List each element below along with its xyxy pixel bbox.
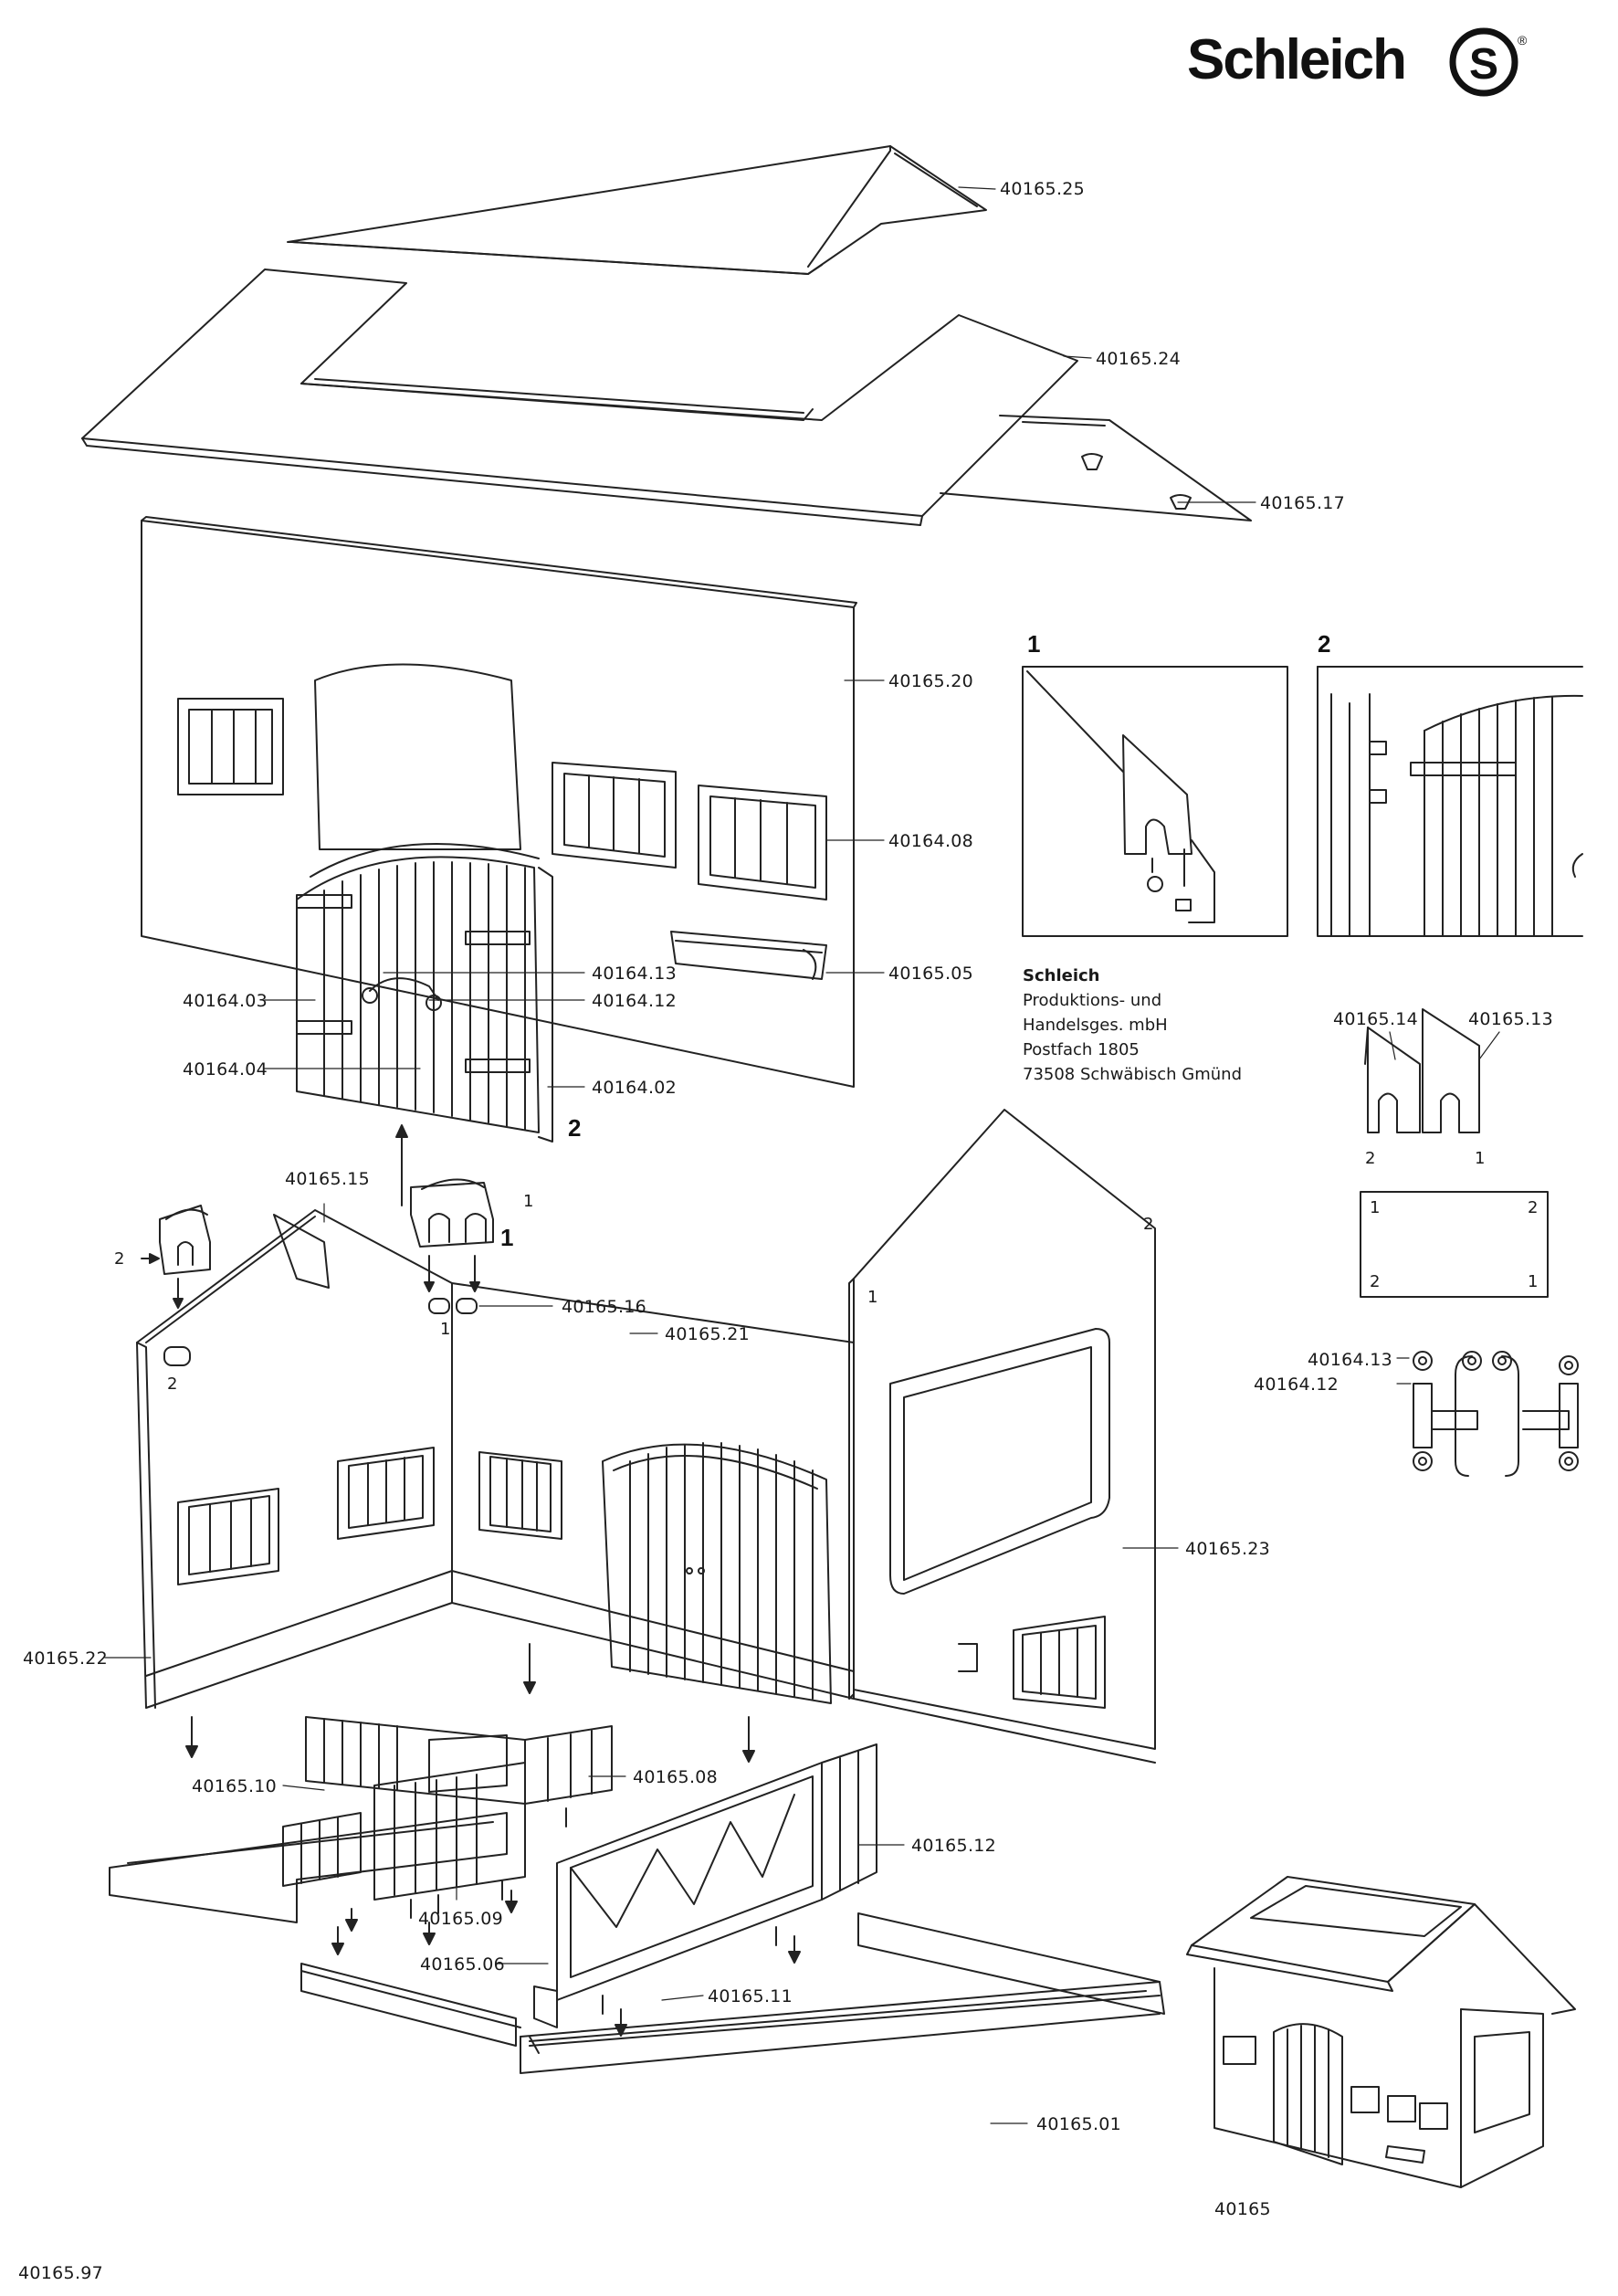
part-label-40165-17: 40165.17 bbox=[1260, 493, 1346, 513]
clip-step-number: 1 bbox=[500, 1224, 514, 1251]
part-label-40165-23: 40165.23 bbox=[1185, 1539, 1271, 1559]
document-code: 40165.97 bbox=[18, 2263, 104, 2283]
brand-name: Schleich bbox=[1187, 28, 1407, 91]
part-label-40165-06: 40165.06 bbox=[420, 1954, 506, 1975]
part-label-40164-03: 40164.03 bbox=[183, 991, 268, 1011]
part-label-40165-16: 40165.16 bbox=[562, 1297, 647, 1317]
hinge-pin-parts bbox=[1413, 1352, 1578, 1476]
detail-1-label: 1 bbox=[1027, 630, 1041, 658]
assembly-arrows bbox=[186, 1644, 800, 2036]
part-label-40165-24: 40165.24 bbox=[1096, 349, 1182, 369]
address-line-4: 73508 Schwäbisch Gmünd bbox=[1023, 1065, 1243, 1084]
part-label-40165-20: 40165.20 bbox=[888, 671, 974, 691]
company-address: Schleich Produktions- und Handelsges. mb… bbox=[1023, 964, 1242, 1087]
plate-corner-br: 1 bbox=[1528, 1272, 1539, 1291]
clip-small-number-1: 1 bbox=[523, 1192, 534, 1211]
leader-lines bbox=[105, 187, 1499, 2123]
plate-corner-tr: 2 bbox=[1528, 1198, 1539, 1217]
part-label-40164-13: 40164.13 bbox=[592, 964, 678, 984]
gable-number-right: 2 bbox=[1143, 1215, 1154, 1234]
part-label-40164-12-detail: 40164.12 bbox=[1254, 1374, 1340, 1395]
base-plate-diagram bbox=[1361, 1192, 1548, 1297]
part-label-40165-22: 40165.22 bbox=[23, 1648, 109, 1669]
part-label-40164-13-detail: 40164.13 bbox=[1308, 1350, 1393, 1370]
back-wall-part bbox=[142, 517, 856, 1087]
peg-number-left: 2 bbox=[167, 1374, 178, 1394]
gable-number-left: 1 bbox=[867, 1288, 878, 1307]
registered-mark: ® bbox=[1518, 33, 1528, 47]
part-label-40165-01: 40165.01 bbox=[1036, 2114, 1122, 2134]
part-label-40165-10: 40165.10 bbox=[192, 1776, 278, 1796]
stall-fences-left bbox=[283, 1717, 612, 1918]
part-label-40164-08: 40164.08 bbox=[888, 831, 974, 851]
part-label-40164-04: 40164.04 bbox=[183, 1059, 268, 1080]
detail-2-box bbox=[1318, 667, 1582, 936]
roof-main-part bbox=[82, 269, 1251, 525]
address-line-3: Postfach 1805 bbox=[1023, 1040, 1140, 1059]
part-label-40165-12: 40165.12 bbox=[911, 1836, 997, 1856]
model-number: 40165 bbox=[1214, 2199, 1271, 2219]
inner-wall-part bbox=[452, 1283, 854, 1703]
address-company: Schleich bbox=[1023, 966, 1100, 985]
part-label-40165-14: 40165.14 bbox=[1333, 1009, 1419, 1029]
detail-2-label: 2 bbox=[1318, 630, 1331, 658]
part-label-40165-08: 40165.08 bbox=[633, 1767, 719, 1787]
plate-corner-bl: 2 bbox=[1370, 1272, 1381, 1291]
wall-clips bbox=[142, 1179, 493, 1313]
stall-fence-right bbox=[534, 1744, 877, 2027]
clip-diagram-number-1: 1 bbox=[1475, 1149, 1486, 1168]
part-label-40164-12: 40164.12 bbox=[592, 991, 678, 1011]
part-label-40165-11: 40165.11 bbox=[708, 1986, 793, 2006]
part-label-40165-15: 40165.15 bbox=[285, 1169, 371, 1189]
side-wall-left-part bbox=[137, 1210, 452, 1708]
right-gable-wall-part bbox=[849, 1110, 1155, 1763]
svg-text:S: S bbox=[1469, 40, 1498, 89]
brand-logo: Schleich ® bbox=[1187, 20, 1552, 111]
schleich-s-logo: S bbox=[1453, 31, 1515, 93]
part-label-40165-21: 40165.21 bbox=[665, 1324, 751, 1344]
part-label-40165-09: 40165.09 bbox=[418, 1909, 504, 1929]
plate-corner-tl: 1 bbox=[1370, 1198, 1381, 1217]
part-label-40165-13: 40165.13 bbox=[1468, 1009, 1554, 1029]
clip-small-number-2: 2 bbox=[114, 1249, 125, 1269]
stable-door-part bbox=[297, 844, 552, 1142]
part-label-40165-25: 40165.25 bbox=[1000, 179, 1086, 199]
clip-diagram-number-2: 2 bbox=[1365, 1149, 1376, 1168]
door-step-number: 2 bbox=[568, 1114, 582, 1142]
detail-1-box bbox=[1023, 667, 1287, 936]
clip-parts bbox=[1365, 1009, 1479, 1132]
address-line-2: Handelsges. mbH bbox=[1023, 1016, 1168, 1035]
part-label-40164-02: 40164.02 bbox=[592, 1078, 678, 1098]
roof-ridge-cap-part bbox=[288, 146, 986, 274]
address-line-1: Produktions- und bbox=[1023, 991, 1162, 1010]
part-label-40165-05: 40165.05 bbox=[888, 964, 974, 984]
peg-number-right: 1 bbox=[440, 1320, 451, 1339]
assembled-stable-thumbnail bbox=[1187, 1877, 1575, 2187]
base-floor-part bbox=[110, 1813, 1164, 2073]
